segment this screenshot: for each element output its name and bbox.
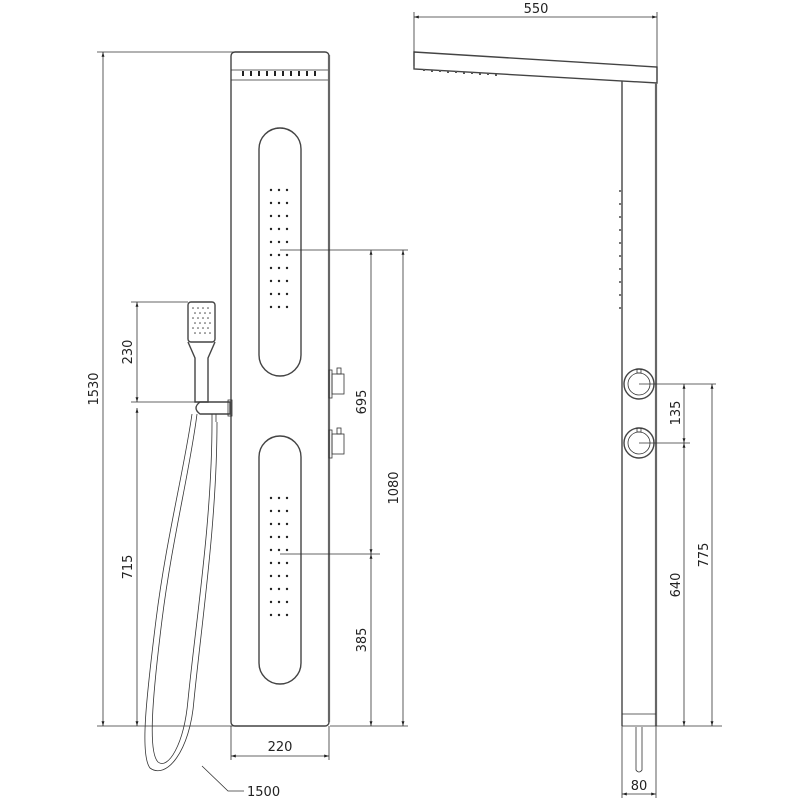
dim-upper-spray: 695 1080: [280, 249, 408, 727]
front-view: 1530 230 715 695 1080 385: [87, 51, 408, 800]
overhead-shower-head: [413, 51, 658, 84]
dim-label-upper-valve: 775: [697, 543, 712, 568]
dim-head-projection: 550: [413, 2, 658, 80]
shower-panel-front: [230, 51, 345, 727]
dim-label-lower-valve: 640: [669, 573, 684, 598]
dim-label-panel-depth: 80: [631, 779, 648, 794]
dim-lower-valve-height: 640: [656, 443, 722, 727]
dim-label-panel-width: 220: [268, 740, 293, 755]
lower-valve-knob: [328, 427, 345, 459]
side-nozzles: [619, 190, 622, 309]
shower-hose: [144, 413, 218, 772]
upper-valve-knob: [328, 367, 345, 399]
lower-body-spray: [258, 435, 302, 685]
dim-label-upper-spray: 695: [355, 390, 370, 415]
top-nozzle-slots: [242, 71, 316, 76]
dim-panel-width: 220: [230, 726, 330, 760]
dim-label-upper-full: 1080: [387, 471, 402, 504]
dim-hose-length: 1500: [201, 765, 280, 800]
dim-upper-valve-height: 775: [697, 384, 714, 726]
dim-panel-depth: 80: [621, 726, 657, 798]
hand-shower-holder: [195, 399, 233, 422]
dim-label-valve-spacing: 135: [669, 401, 684, 426]
dim-holder-height: 715: [121, 408, 139, 726]
hand-shower: [187, 301, 216, 403]
dim-lower-spray: 385: [355, 554, 373, 726]
upper-body-spray: [258, 127, 302, 377]
side-view: 550 135 640 775 80: [413, 2, 722, 798]
dim-label-hand-shower: 230: [121, 340, 136, 365]
dim-total-height: 1530: [87, 51, 240, 727]
dim-label-lower-spray: 385: [355, 628, 370, 653]
dim-label-holder: 715: [121, 555, 136, 580]
dim-valve-spacing: 135: [639, 383, 716, 444]
dim-label-total-height: 1530: [87, 372, 102, 405]
dim-label-head-projection: 550: [524, 2, 549, 17]
dim-hand-shower-height: 230: [121, 301, 200, 403]
dim-label-hose: 1500: [247, 785, 280, 800]
shower-panel-side: [619, 81, 658, 773]
